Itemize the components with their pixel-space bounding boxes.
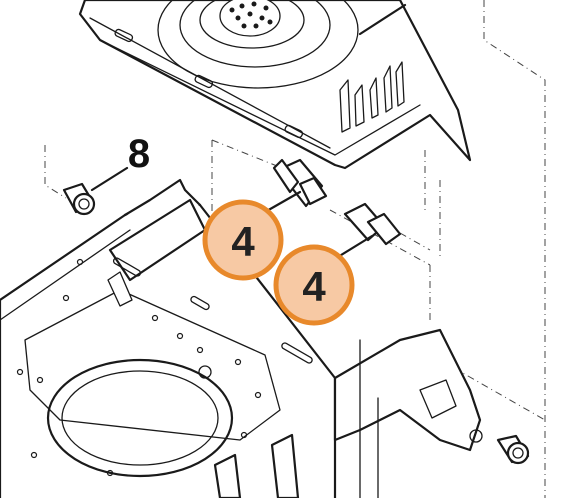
label-spacer: 8 <box>128 132 150 176</box>
part-number-label: 8 <box>128 132 150 176</box>
callout-ring <box>202 199 284 281</box>
vent-holes <box>229 1 273 29</box>
spacer-right <box>496 434 530 465</box>
callout-bolt-b: 4 <box>273 244 355 326</box>
bolt-lower <box>318 202 402 270</box>
bolt-upper <box>256 158 328 218</box>
base-frame <box>0 178 483 498</box>
spacer-left <box>62 166 129 216</box>
frame-holes <box>16 258 262 477</box>
callout-label: 4 <box>231 218 255 265</box>
cover-plate <box>78 0 472 170</box>
callout-bolt-a: 4 <box>202 199 284 281</box>
callout-ring <box>273 244 355 326</box>
callout-label: 4 <box>302 263 326 310</box>
